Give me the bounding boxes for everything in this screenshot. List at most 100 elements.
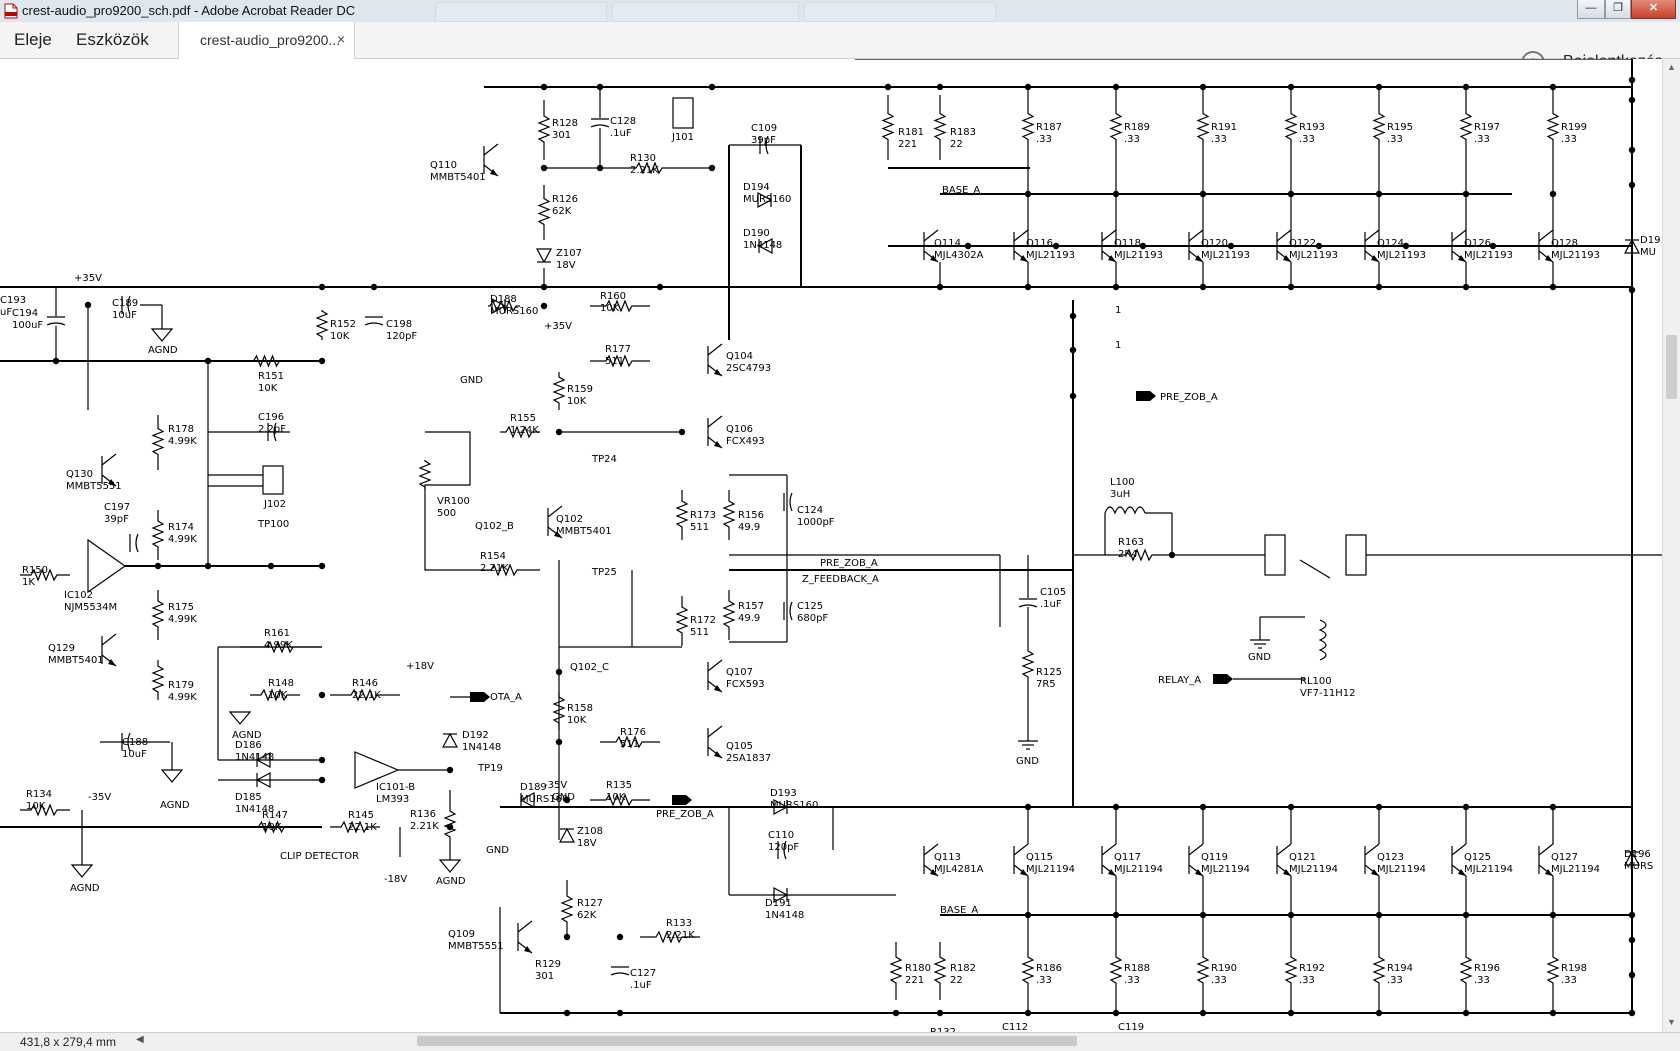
label-r128-value: 301 <box>552 130 571 141</box>
maximize-button[interactable]: ❐ <box>1605 0 1631 19</box>
label-r174: R174 <box>168 522 194 533</box>
label-r158: R158 <box>567 703 593 714</box>
label-z_feedback: Z_FEEDBACK_A <box>802 574 879 585</box>
label-d19x-value: MU <box>1640 247 1656 258</box>
label-q129-value: MMBT5401 <box>48 655 104 666</box>
label-pre_zob_b: PRE_ZOB_A <box>656 809 714 820</box>
vertical-scrollbar[interactable]: ▲ ▼ <box>1662 59 1680 1032</box>
close-tab-icon[interactable]: × <box>337 31 346 47</box>
label-c109: C109 <box>751 123 777 134</box>
label-tp19: TP19 <box>477 763 503 774</box>
label-r181: R181 <box>898 127 924 138</box>
label-r151: R151 <box>258 371 284 382</box>
label-c127: C127 <box>630 968 656 979</box>
label-c119: C119 <box>1118 1022 1144 1032</box>
horizontal-scroll-thumb[interactable] <box>417 1036 1077 1046</box>
label-r130: R130 <box>630 153 656 164</box>
label-pin1a: 1 <box>1115 305 1121 316</box>
label-r145-value: 22.1K <box>348 822 377 833</box>
label-r179: R179 <box>168 680 194 691</box>
menu-home[interactable]: Eleje <box>14 30 52 49</box>
label-q122-value: MJL21193 <box>1289 250 1338 261</box>
close-window-button[interactable]: ✕ <box>1631 0 1676 19</box>
label-r156: R156 <box>738 510 764 521</box>
label-c127-value: .1uF <box>630 980 652 991</box>
label-q116-value: MJL21193 <box>1026 250 1075 261</box>
label-q121-value: MJL21194 <box>1289 864 1338 875</box>
label-agnd_d: AGND <box>436 876 466 887</box>
label-r193-value: .33 <box>1299 134 1315 145</box>
label-ic102-value: NJM5534M <box>64 602 117 613</box>
label-c110: C110 <box>768 830 794 841</box>
label-r194-value: .33 <box>1387 975 1403 986</box>
label-q102b: Q102_B <box>475 521 514 532</box>
label-r154: R154 <box>480 551 506 562</box>
label-q125: Q125 <box>1464 852 1491 863</box>
label-r129: R129 <box>535 959 561 970</box>
minimize-button[interactable]: — <box>1577 0 1605 19</box>
label-c194: C194 <box>12 308 38 319</box>
background-browser-tab <box>804 2 996 22</box>
label-q110: Q110 <box>430 160 457 171</box>
label-r136-value: 2.21K <box>410 821 439 832</box>
label-d193-value: MURS160 <box>770 800 818 811</box>
label-base_a_top: BASE_A <box>942 185 980 196</box>
pdf-file-icon <box>4 3 18 19</box>
label-q105: Q105 <box>726 741 753 752</box>
label-q117-value: MJL21194 <box>1114 864 1163 875</box>
label-c193: C193 <box>0 295 26 306</box>
scroll-up-icon[interactable]: ▲ <box>1667 62 1676 72</box>
label-r187-value: .33 <box>1036 134 1052 145</box>
label-r180-value: 221 <box>905 975 924 986</box>
label-r132: R132 <box>930 1027 956 1032</box>
label-q115: Q115 <box>1026 852 1053 863</box>
label-pre_zob_net: PRE_ZOB_A <box>820 558 878 569</box>
label-d190-value: 1N4148 <box>743 240 782 251</box>
label-q107-value: FCX593 <box>726 679 765 690</box>
label-r127-value: 62K <box>577 910 597 921</box>
label-q119: Q119 <box>1201 852 1228 863</box>
label-q126: Q126 <box>1464 238 1491 249</box>
document-tab[interactable]: crest-audio_pro9200... × <box>178 22 355 59</box>
scroll-down-icon[interactable]: ▼ <box>1667 1017 1676 1027</box>
label-q127: Q127 <box>1551 852 1578 863</box>
label-r193: R193 <box>1299 122 1325 133</box>
label-d194: D194 <box>743 182 770 193</box>
label-c189-value: 10uF <box>112 310 137 321</box>
label-r133-value: 2.21K <box>666 930 695 941</box>
label-r182-value: 22 <box>950 975 963 986</box>
label-r195: R195 <box>1387 122 1413 133</box>
label-tp100: TP100 <box>257 519 289 530</box>
scroll-left-icon[interactable]: ◀ <box>136 1034 144 1045</box>
menu-tools[interactable]: Eszközök <box>76 30 149 49</box>
label-r179-value: 4.99K <box>168 692 197 703</box>
label-agnd_e: AGND <box>70 883 100 894</box>
label-r152: R152 <box>330 319 356 330</box>
label-gnd_a: GND <box>460 375 483 386</box>
window-titlebar: crest-audio_pro9200_sch.pdf - Adobe Acro… <box>0 0 1680 23</box>
label-c197-value: 39pF <box>104 514 129 525</box>
vertical-scroll-thumb[interactable] <box>1666 335 1677 399</box>
label-q116: Q116 <box>1026 238 1053 249</box>
label-q118: Q118 <box>1114 238 1141 249</box>
label-r147-value: 10K <box>262 822 282 833</box>
label-d192: D192 <box>462 730 489 741</box>
label-l100-value: 3uH <box>1110 489 1130 500</box>
label-r183-value: 22 <box>950 139 963 150</box>
label-r181-value: 221 <box>898 139 917 150</box>
label-agnd_c: AGND <box>160 800 190 811</box>
label-d193: D193 <box>770 788 797 799</box>
horizontal-scrollbar[interactable]: ◀ <box>128 1032 1680 1050</box>
label-r189-value: .33 <box>1124 134 1140 145</box>
label-c198: C198 <box>386 319 412 330</box>
label-r191-value: .33 <box>1211 134 1227 145</box>
label-r135-value: 10K <box>606 792 626 803</box>
label-r178-value: 4.99K <box>168 436 197 447</box>
label-r189: R189 <box>1124 122 1150 133</box>
label-q105-value: 2SA1837 <box>726 753 771 764</box>
label-gnd_c: GND <box>552 792 575 803</box>
label-r157: R157 <box>738 601 764 612</box>
label-base_a_bot: BASE_A <box>940 905 978 916</box>
label-r177-value: 511 <box>605 356 624 367</box>
